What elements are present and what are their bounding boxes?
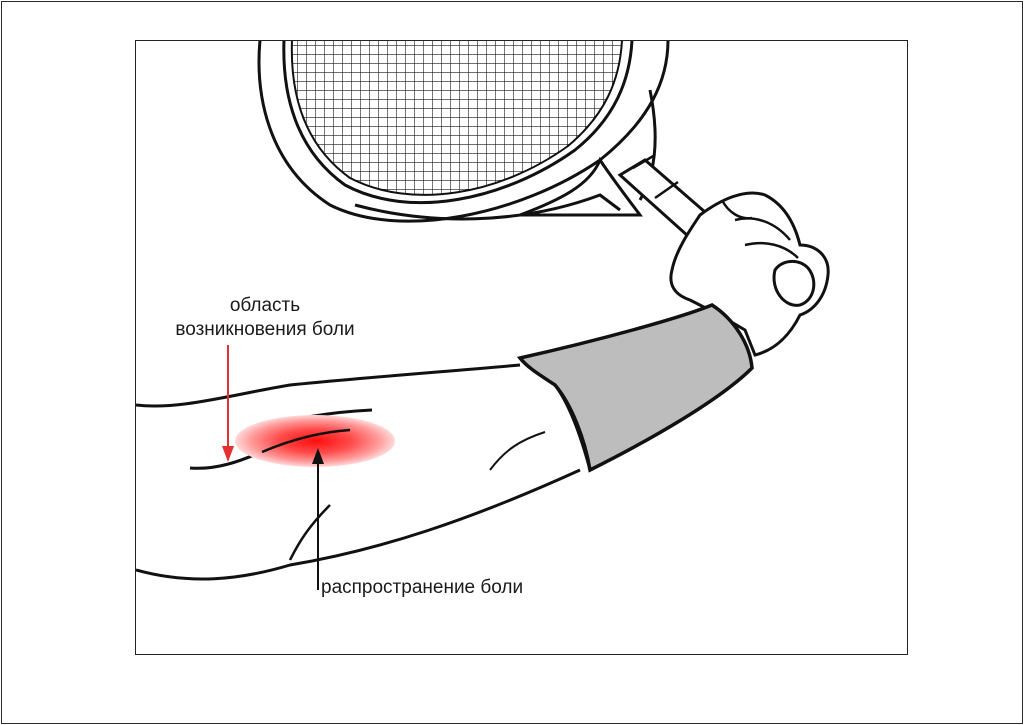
hand-outline: [669, 191, 830, 357]
knuckle-line: [720, 199, 753, 220]
wrist-inner-edge: [553, 384, 592, 471]
racket-throat-left: [354, 193, 621, 221]
tendon-line: [489, 431, 546, 471]
pain-spread-label: распространение боли: [321, 577, 524, 598]
forearm-lower-edge: [136, 468, 581, 581]
racket-illustration: [257, 41, 723, 248]
racket-strings: [290, 41, 623, 196]
pain-origin-arrow: [222, 345, 234, 462]
racket-handle-band: [632, 153, 679, 200]
thumb-curl: [772, 260, 816, 307]
pain-zone-edge: [261, 428, 351, 454]
pain-spread-arrow: [312, 448, 324, 590]
pain-zone-highlight: [235, 415, 395, 467]
pain-origin-label-line2: возникновения боли: [175, 319, 355, 340]
finger-line-1: [734, 217, 791, 241]
wristband-illustration: [516, 303, 754, 473]
pain-origin-label-line1: область: [229, 295, 301, 316]
muscle-line-lower: [288, 504, 331, 561]
hand-illustration: [669, 191, 830, 357]
forearm-upper-edge: [136, 363, 521, 408]
pain-origin-label: область возникновения боли: [150, 294, 380, 342]
finger-line-2: [744, 241, 799, 259]
